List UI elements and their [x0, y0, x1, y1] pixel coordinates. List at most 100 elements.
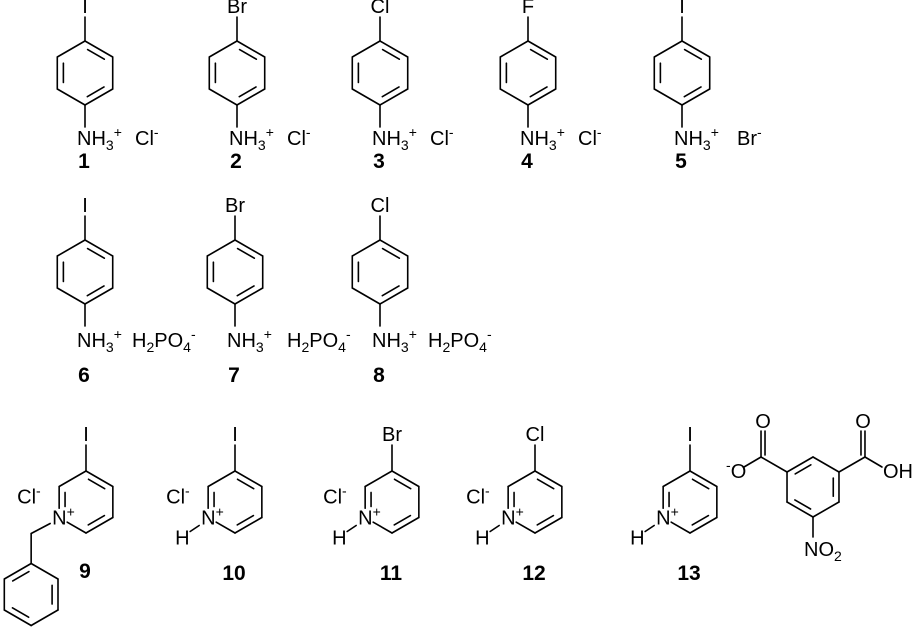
compound-number: 12: [522, 562, 545, 585]
bond: [236, 247, 256, 260]
bond: [670, 521, 691, 534]
bond: [379, 239, 409, 257]
bond: [238, 48, 258, 61]
bond: [527, 88, 557, 106]
n-hydrogen-label: H: [332, 528, 346, 550]
counterion-label: H2​PO4​-​: [428, 326, 492, 355]
bond: [234, 470, 263, 488]
bond: [86, 48, 106, 61]
ammonium-label: NH3​+​: [372, 124, 417, 153]
ammonium-label: NH3​+​: [674, 124, 719, 153]
bond: [489, 524, 500, 533]
compound-10: IN+​Cl-​H10: [166, 424, 263, 585]
bond: [208, 88, 238, 106]
substituent-label: F: [522, 0, 534, 18]
bond: [372, 521, 393, 534]
bond: [653, 88, 683, 106]
bond: [234, 516, 263, 534]
bond: [794, 464, 812, 475]
bond: [87, 514, 106, 526]
bond: [527, 40, 557, 58]
bond: [351, 239, 381, 257]
bond: [499, 40, 529, 58]
substituent-label: Cl: [526, 424, 545, 446]
bond: [189, 524, 200, 533]
counterion-label: H2​PO4​-​: [132, 326, 196, 355]
bond: [11, 607, 30, 619]
bond: [3, 562, 32, 580]
substituent-label: Cl: [371, 0, 390, 18]
bond: [662, 470, 691, 488]
bond: [379, 287, 409, 305]
bond: [207, 470, 236, 488]
bond: [760, 456, 788, 473]
bond: [215, 521, 236, 534]
bond: [691, 478, 710, 490]
bond: [56, 239, 86, 257]
carbonyl-oxygen-label: O: [855, 411, 871, 433]
counterion-label: Cl-​: [466, 483, 490, 509]
bond: [346, 524, 357, 533]
pyridinium-n-label: N+​: [201, 504, 224, 530]
bond: [653, 40, 683, 58]
bond: [515, 521, 536, 534]
compound-number: 9: [79, 560, 91, 583]
benzyl-ring: [3, 562, 59, 627]
bond: [644, 524, 655, 533]
bond: [84, 239, 114, 257]
bond: [86, 285, 105, 297]
substituent-label: I: [83, 424, 89, 446]
substituent-label: Br: [382, 424, 402, 446]
ammonium-label: NH3​+​: [229, 124, 274, 153]
bond: [351, 88, 381, 106]
bond: [351, 40, 381, 58]
bond: [236, 285, 255, 297]
bond: [689, 516, 718, 534]
substituent-label: I: [82, 195, 88, 217]
bond: [351, 287, 381, 305]
compound-number: 8: [373, 364, 385, 387]
bond: [691, 514, 710, 526]
bond: [30, 562, 59, 580]
counterion-label: Cl-​: [323, 483, 347, 509]
bond: [838, 456, 866, 473]
bond: [379, 40, 409, 58]
compound-number: 5: [675, 150, 687, 173]
substituent-label: Br: [225, 195, 245, 217]
compound-9: IN+​Cl-​9: [3, 424, 114, 627]
bond: [30, 609, 59, 627]
bond: [743, 456, 762, 468]
bond: [794, 499, 812, 510]
counterion-label: H2​PO4​-​: [287, 326, 351, 355]
bond: [529, 86, 548, 98]
bond: [58, 470, 87, 488]
bond: [683, 86, 702, 98]
carboxylate-oxygen-label: -​O: [726, 457, 746, 483]
bond: [393, 514, 412, 526]
substituent-label: I: [232, 424, 238, 446]
bond: [86, 247, 106, 260]
bond: [381, 86, 400, 98]
bond: [381, 48, 401, 61]
counterion-label: Cl-​: [166, 483, 190, 509]
bond: [529, 48, 549, 61]
compound-number: 3: [373, 150, 385, 173]
n-hydrogen-label: H: [175, 528, 189, 550]
counterion-label: Cl-​: [287, 124, 311, 150]
pyridinium-n-label: N+​: [358, 504, 381, 530]
compound-number: 13: [677, 562, 700, 585]
bond: [85, 470, 114, 488]
bond: [381, 285, 400, 297]
bond: [11, 570, 30, 582]
bond: [507, 470, 536, 488]
bond: [234, 287, 264, 305]
bond: [87, 478, 106, 490]
compound-number: 7: [228, 364, 240, 387]
bond: [681, 88, 711, 106]
counterion-label: Cl-​: [135, 124, 159, 150]
compound-number: 1: [78, 150, 90, 173]
